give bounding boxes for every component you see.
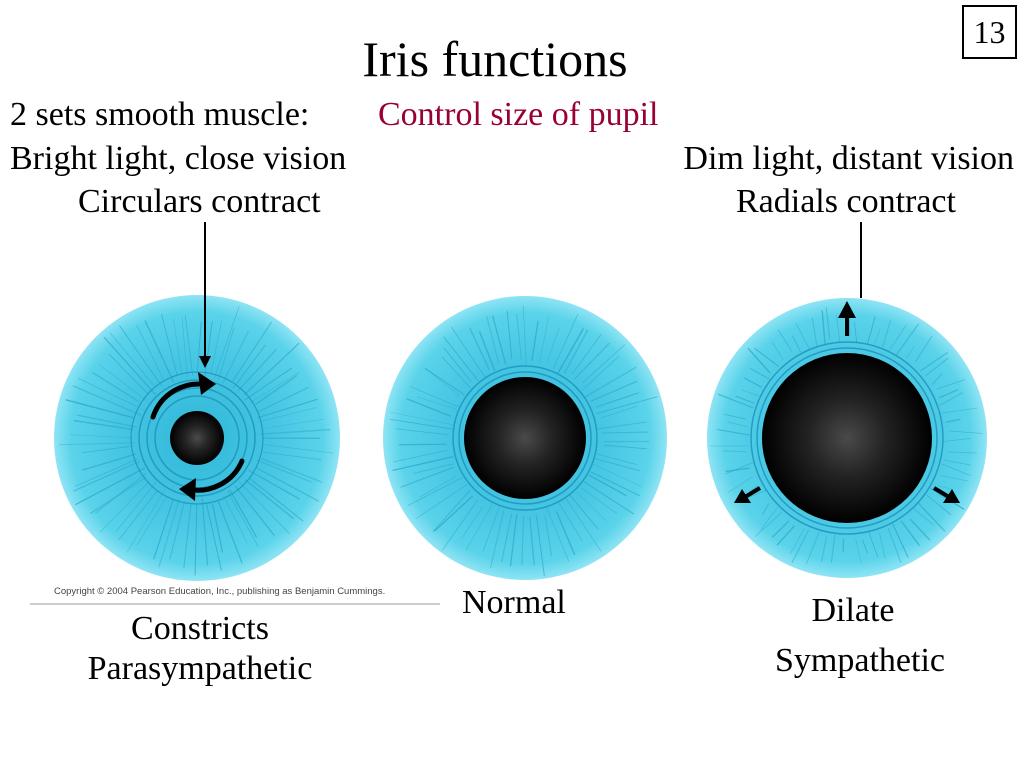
intro-label: 2 sets smooth muscle: bbox=[10, 96, 310, 133]
circular-arrow-icon bbox=[179, 458, 245, 501]
left-condition: Bright light, close vision bbox=[10, 140, 347, 177]
outward-arrow-icon bbox=[932, 486, 960, 503]
outward-arrow-icon bbox=[838, 301, 856, 336]
pupil-small bbox=[170, 411, 224, 465]
slide-number: 13 bbox=[962, 5, 1017, 59]
pupil-normal bbox=[464, 377, 586, 499]
copyright-notice: Copyright © 2004 Pearson Education, Inc.… bbox=[54, 586, 386, 597]
intro-highlight: Control size of pupil bbox=[378, 96, 659, 133]
iris-normal bbox=[383, 296, 667, 580]
iris-constricted bbox=[54, 222, 340, 581]
right-condition: Dim light, distant vision bbox=[683, 140, 1014, 177]
left-system: Parasympathetic bbox=[87, 650, 313, 687]
slide-title: Iris functions bbox=[362, 31, 628, 87]
left-action: Circulars contract bbox=[78, 183, 321, 220]
middle-label: Normal bbox=[462, 584, 566, 621]
pointer-arrow-icon bbox=[199, 356, 211, 368]
right-action: Radials contract bbox=[736, 183, 956, 220]
outward-arrow-icon bbox=[734, 486, 762, 503]
right-result: Dilate bbox=[811, 592, 895, 629]
iris-dilated bbox=[707, 222, 987, 578]
pupil-large bbox=[762, 353, 932, 523]
circular-arrow-icon bbox=[150, 372, 216, 420]
left-result: Constricts bbox=[131, 610, 269, 647]
right-system: Sympathetic bbox=[775, 642, 945, 679]
